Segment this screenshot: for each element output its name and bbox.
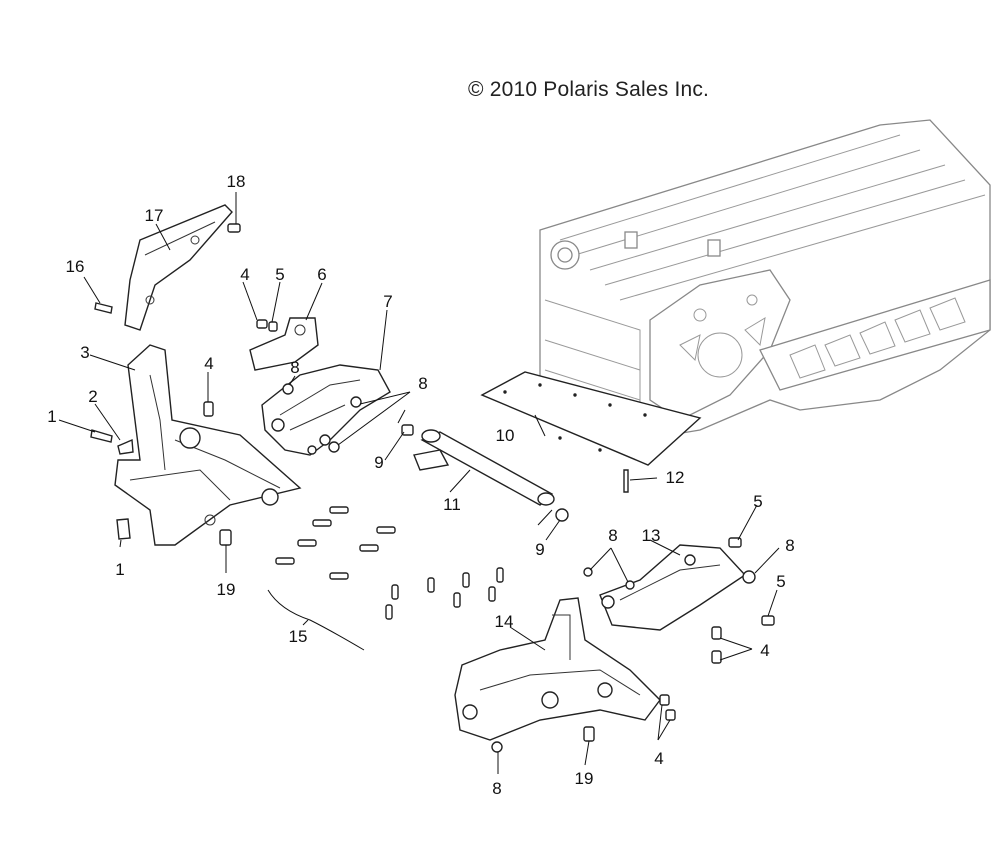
callout-7: 7 <box>383 292 392 311</box>
nut-part-8-b <box>350 396 362 408</box>
callout-19-right: 19 <box>575 769 594 788</box>
callout-3: 3 <box>80 343 89 362</box>
callout-5-right-bottom: 5 <box>776 572 785 591</box>
callout-8-mid: 8 <box>608 526 617 545</box>
callout-12: 12 <box>666 468 685 487</box>
bolt-part-4-left <box>203 401 214 417</box>
callout-18: 18 <box>227 172 246 191</box>
front-frame-part-3 <box>114 344 302 546</box>
bolt-part-5-b <box>728 537 742 548</box>
callout-8-right-lower: 8 <box>785 536 794 555</box>
bolt-part-18 <box>227 223 241 233</box>
pin-part-12 <box>623 469 629 493</box>
bolt-part-4-d <box>711 650 722 664</box>
bolt-part-19-right <box>583 726 595 742</box>
callout-4-right: 4 <box>760 641 769 660</box>
bracket-part-17 <box>124 204 233 331</box>
nut-part-8-d <box>307 445 317 455</box>
callout-9-left: 9 <box>374 453 383 472</box>
nut-part-8-g <box>625 580 635 590</box>
callout-8-right: 8 <box>418 374 427 393</box>
callout-19-left: 19 <box>217 580 236 599</box>
callout-17: 17 <box>145 206 164 225</box>
callout-15: 15 <box>289 627 308 646</box>
callout-5-right-top: 5 <box>753 492 762 511</box>
callout-6: 6 <box>317 265 326 284</box>
bolt-group-part-15 <box>275 506 504 620</box>
tunnel-chassis-part-10 <box>480 119 991 466</box>
callout-16: 16 <box>66 257 85 276</box>
bolt-part-9-a <box>401 424 414 436</box>
nut-part-9-b <box>555 508 569 522</box>
bracket-part-6 <box>249 317 319 371</box>
callout-8-bottom: 8 <box>492 779 501 798</box>
nut-part-8-h <box>491 741 503 753</box>
shaft-part-11 <box>413 429 555 506</box>
bolt-part-5-top <box>268 321 278 332</box>
bolt-part-4-c <box>711 626 722 640</box>
bolt-part-4-e <box>659 694 676 721</box>
callout-2: 2 <box>88 387 97 406</box>
callout-10: 10 <box>496 426 515 445</box>
bolt-part-1a <box>90 429 113 443</box>
callout-4-bottom: 4 <box>654 749 663 768</box>
callout-9-right: 9 <box>535 540 544 559</box>
callout-1-bottom: 1 <box>115 560 124 579</box>
bolt-part-1b <box>116 518 131 540</box>
callout-1-top: 1 <box>47 407 56 426</box>
bolt-part-19-left <box>219 529 232 546</box>
bolt-part-16 <box>94 302 113 314</box>
copyright-notice: © 2010 Polaris Sales Inc. <box>468 78 710 101</box>
callout-5-top: 5 <box>275 265 284 284</box>
plate-part-2 <box>117 438 134 455</box>
callout-14: 14 <box>495 612 514 631</box>
bolt-part-5-c <box>761 615 775 626</box>
callout-11: 11 <box>443 495 461 514</box>
callout-8-top: 8 <box>290 358 299 377</box>
nut-part-8-e <box>742 570 756 584</box>
nut-part-8-c <box>328 441 340 453</box>
callout-4-top: 4 <box>240 265 249 284</box>
nut-part-8-a <box>282 383 294 395</box>
engine-mount-part-7 <box>261 364 391 456</box>
callout-13: 13 <box>642 526 661 545</box>
bolt-part-4-top <box>256 319 268 329</box>
callout-4-left: 4 <box>204 354 213 373</box>
callout-labels: 18 17 16 4 5 6 7 3 4 8 8 2 1 9 10 12 11 … <box>47 172 794 798</box>
leader-lines <box>58 192 780 774</box>
engine-mount-part-13 <box>599 544 747 631</box>
